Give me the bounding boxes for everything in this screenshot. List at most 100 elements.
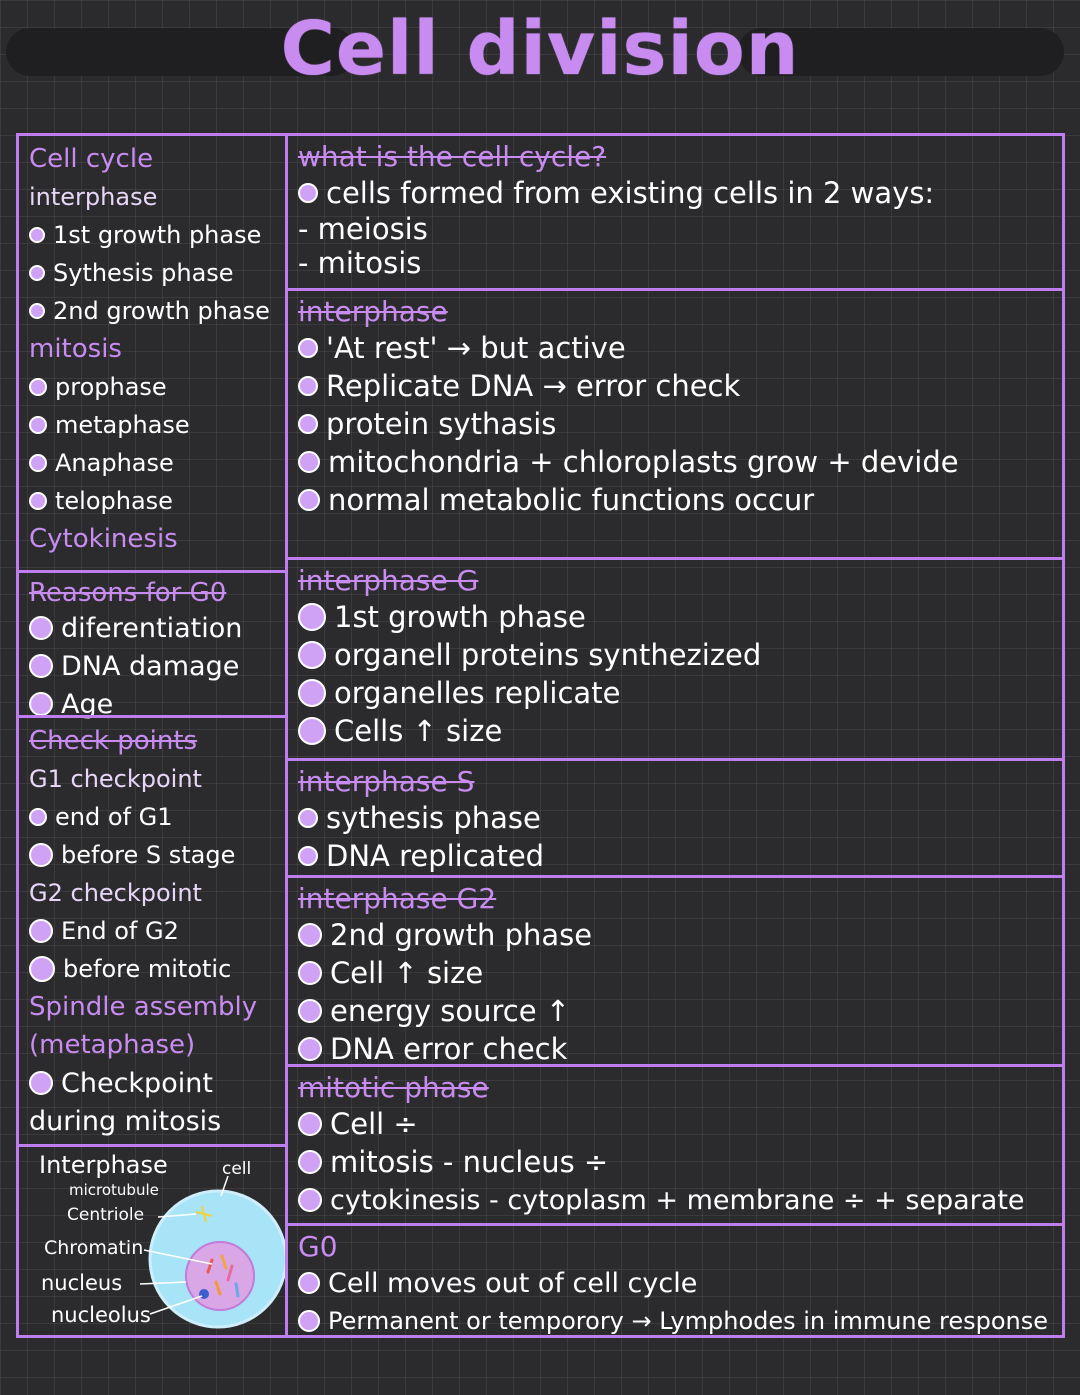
interphase-heading: interphase	[298, 295, 448, 328]
list-item: cells formed from existing cells in 2 wa…	[298, 174, 1052, 212]
interphase-box: interphase 'At rest' → but active Replic…	[285, 288, 1065, 560]
bullet-icon	[29, 919, 53, 943]
list-item: normal metabolic functions occur	[298, 481, 1052, 519]
list-item: sythesis phase	[298, 799, 1052, 837]
bullet-icon	[298, 1112, 322, 1136]
mitotic-phase-heading: mitotic phase	[298, 1071, 489, 1104]
list-item: diferentiation	[29, 609, 275, 647]
g2-checkpoint-label: G2 checkpoint	[29, 879, 202, 907]
bullet-icon	[29, 956, 55, 982]
list-item: mitosis - nucleus ÷	[298, 1143, 1052, 1181]
list-item: Anaphase	[29, 444, 275, 482]
bullet-icon	[298, 376, 318, 396]
checkpoints-heading: Check points	[29, 726, 198, 756]
list-item: DNA replicated	[298, 837, 1052, 875]
diagram-label-centriole: Centriole	[67, 1205, 145, 1225]
interphase-g2-heading: interphase G2	[298, 882, 497, 915]
reasons-heading: Reasons for G0	[29, 578, 227, 608]
cytokinesis-label: Cytokinesis	[29, 524, 178, 554]
list-item: Checkpoint	[29, 1064, 275, 1102]
diagram-label-microtubule: microtubule	[69, 1181, 159, 1199]
reasons-box: Reasons for G0 diferentiation DNA damage…	[16, 570, 288, 720]
bullet-icon	[298, 1272, 320, 1294]
interphase-g2-box: interphase G2 2nd growth phase Cell ↑ si…	[285, 875, 1065, 1067]
interphase-g1-heading: interphase G	[298, 564, 479, 597]
list-item: DNA damage	[29, 647, 275, 685]
list-item: energy source ↑	[298, 992, 1052, 1030]
interphase-diagram-box: Interphase cell microtubule Centriole Ch…	[16, 1144, 288, 1338]
bullet-icon	[29, 303, 45, 319]
chromatin-strands	[206, 1254, 240, 1298]
what-heading: what is the cell cycle?	[298, 140, 607, 173]
list-item: 1st growth phase	[29, 216, 275, 254]
list-item: organell proteins synthezized	[298, 636, 1052, 674]
dash-item: - mitosis	[298, 246, 422, 280]
cell-diagram	[139, 1175, 288, 1329]
bullet-icon	[298, 999, 322, 1023]
list-item: Permanent or temporory → Lymphodes in im…	[298, 1302, 1052, 1340]
list-item: before S stage	[29, 836, 275, 874]
bullet-icon	[298, 1188, 322, 1212]
list-item: protein sythasis	[298, 405, 1052, 443]
list-item: 2nd growth phase	[298, 916, 1052, 954]
bullet-icon	[298, 451, 320, 473]
bullet-icon	[298, 338, 318, 358]
spindle-label: Spindle assembly	[29, 992, 258, 1022]
list-item: cytokinesis - cytoplasm + membrane ÷ + s…	[298, 1181, 1052, 1219]
list-item: mitochondria + chloroplasts grow + devid…	[298, 443, 1052, 481]
list-item: prophase	[29, 368, 275, 406]
page-title: Cell division	[280, 6, 800, 92]
bullet-icon	[298, 641, 326, 669]
g0-box: G0 Cell moves out of cell cycle Permanen…	[285, 1223, 1065, 1338]
spindle-tail-text: during mitosis	[29, 1105, 222, 1137]
g1-checkpoint-label: G1 checkpoint	[29, 765, 202, 793]
list-item: 2nd growth phase	[29, 292, 275, 330]
list-item: End of G2	[29, 912, 275, 950]
mitosis-label: mitosis	[29, 334, 122, 364]
interphase-label: interphase	[29, 183, 158, 211]
g0-heading: G0	[298, 1230, 338, 1263]
bullet-icon	[298, 1310, 320, 1332]
leader-lines	[139, 1175, 229, 1315]
bullet-icon	[298, 717, 326, 745]
list-item: Cell ↑ size	[298, 954, 1052, 992]
nucleolus-shape	[199, 1289, 209, 1299]
interphase-g1-box: interphase G 1st growth phase organell p…	[285, 557, 1065, 761]
bullet-icon	[298, 923, 322, 947]
bullet-icon	[29, 416, 47, 434]
mitotic-phase-box: mitotic phase Cell ÷ mitosis - nucleus ÷…	[285, 1064, 1065, 1226]
list-item: Cell moves out of cell cycle	[298, 1264, 1052, 1302]
bullet-icon	[298, 961, 322, 985]
bullet-icon	[29, 454, 47, 472]
bullet-icon	[29, 692, 53, 716]
bullet-icon	[29, 378, 47, 396]
bullet-icon	[298, 414, 318, 434]
spindle-sub-label: (metaphase)	[29, 1030, 196, 1060]
list-item: Cell ÷	[298, 1105, 1052, 1143]
title-highlight-right	[738, 28, 1064, 76]
list-item: Replicate DNA → error check	[298, 367, 1052, 405]
diagram-title: Interphase	[39, 1151, 168, 1179]
bullet-icon	[29, 1071, 53, 1095]
dash-item: - meiosis	[298, 212, 428, 246]
list-item: Cells ↑ size	[298, 712, 1052, 750]
list-item: 1st growth phase	[298, 598, 1052, 636]
list-item: metaphase	[29, 406, 275, 444]
title-highlight-left	[6, 28, 356, 76]
bullet-icon	[29, 265, 45, 281]
bullet-icon	[298, 1150, 322, 1174]
list-item: before mitotic	[29, 950, 275, 988]
list-item: Sythesis phase	[29, 254, 275, 292]
list-item: Age	[29, 685, 275, 723]
what-is-cell-cycle-box: what is the cell cycle? cells formed fro…	[285, 133, 1065, 291]
list-item: organelles replicate	[298, 674, 1052, 712]
centriole-shape	[195, 1205, 213, 1223]
bullet-icon	[298, 808, 318, 828]
bullet-icon	[298, 489, 320, 511]
bullet-icon	[29, 808, 47, 826]
nucleus-shape	[185, 1241, 255, 1311]
cell-cycle-box: Cell cycle interphase 1st growth phase S…	[16, 133, 288, 573]
cell-cycle-heading: Cell cycle	[29, 144, 154, 174]
bullet-icon	[29, 843, 53, 867]
list-item: 'At rest' → but active	[298, 329, 1052, 367]
